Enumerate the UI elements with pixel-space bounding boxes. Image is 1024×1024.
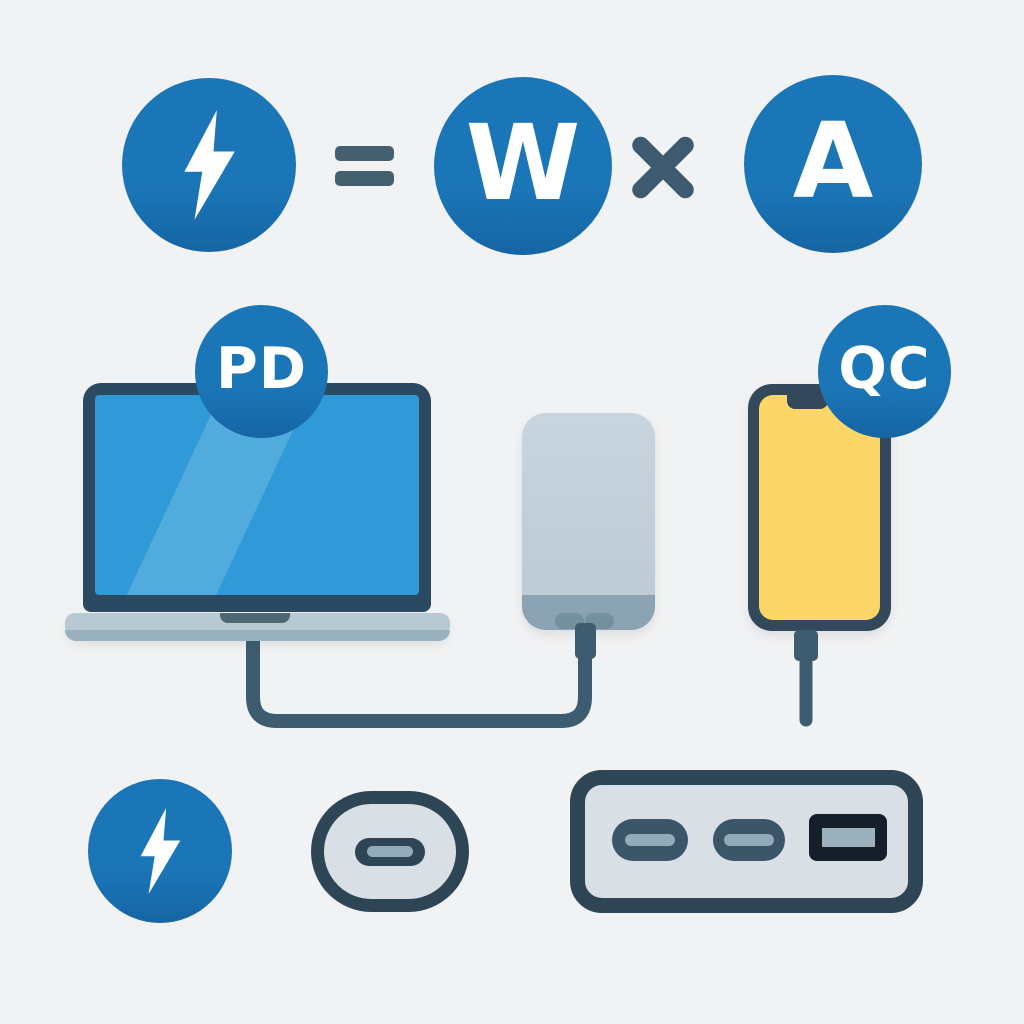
multiply-sign	[625, 129, 701, 205]
equals-sign	[335, 146, 394, 186]
laptop-to-powerbank-cable	[246, 631, 592, 728]
qc-badge: QC	[818, 305, 951, 438]
amps-label: A	[792, 100, 874, 222]
pd-badge: PD	[195, 305, 328, 438]
equals-bar-bottom	[335, 171, 394, 186]
power-bank-port-right	[585, 613, 614, 629]
pd-badge-label: PD	[215, 336, 308, 402]
amps-circle: A	[744, 75, 922, 253]
usb-c-tongue	[724, 834, 774, 846]
usb-c-connector-face	[324, 804, 456, 899]
laptop-hinge-notch	[220, 613, 290, 623]
lightning-icon	[184, 110, 235, 220]
lightning-icon	[140, 807, 181, 895]
phone-cable-plug	[794, 630, 818, 661]
power-bank-port-band	[522, 595, 655, 630]
usb-a-slot	[821, 828, 875, 847]
watts-circle: W	[434, 77, 612, 255]
panel-usb-c-port-1	[612, 819, 688, 861]
usb-c-connector	[311, 791, 469, 912]
laptop-base	[65, 613, 450, 641]
power-bank-ports-panel	[570, 770, 923, 913]
power-circle	[122, 78, 296, 252]
usb-c-tongue	[367, 846, 413, 857]
laptop-base-lip	[65, 630, 450, 641]
power-circle-small	[88, 779, 232, 923]
smartphone-notch	[787, 395, 828, 409]
panel-usb-c-port-2	[713, 819, 785, 861]
panel-usb-a-port	[809, 814, 887, 861]
usb-c-pin-slot	[355, 837, 425, 866]
power-bank	[522, 413, 655, 630]
equals-bar-top	[335, 146, 394, 161]
qc-badge-label: QC	[838, 336, 931, 402]
power-bank-port-left	[555, 613, 584, 629]
watts-label: W	[465, 102, 581, 224]
usb-c-tongue	[625, 834, 675, 846]
